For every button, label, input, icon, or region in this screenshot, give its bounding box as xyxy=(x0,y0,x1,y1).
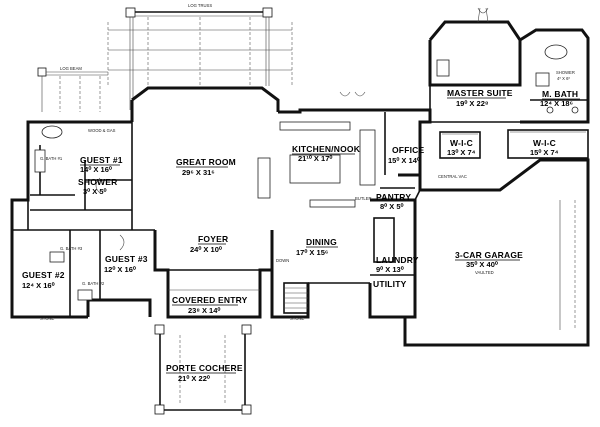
garage-label: 3-CAR GARAGE xyxy=(455,250,523,260)
great-room-label: GREAT ROOM xyxy=(176,157,236,167)
svg-text:3⁰ X 5⁰: 3⁰ X 5⁰ xyxy=(83,187,108,196)
svg-text:12⁰ X 16⁰: 12⁰ X 16⁰ xyxy=(104,265,137,274)
svg-text:CENTRAL VAC: CENTRAL VAC xyxy=(438,174,467,179)
master-wing xyxy=(428,7,590,159)
kitchen-label: KITCHEN/NOOK xyxy=(292,144,361,154)
svg-text:STONE: STONE xyxy=(40,316,55,321)
fireplace-icon xyxy=(257,157,271,199)
covered-entry-label: COVERED ENTRY xyxy=(172,295,248,305)
svg-text:8⁰ X 5⁰: 8⁰ X 5⁰ xyxy=(380,202,405,211)
guest2-label: GUEST #2 xyxy=(22,270,65,280)
fireplace-icon xyxy=(436,59,450,77)
svg-text:G. BATH #1: G. BATH #1 xyxy=(40,156,63,161)
log-truss-label: LOG TRUSS xyxy=(188,3,212,8)
bathtub-icon xyxy=(41,125,63,139)
utility-label: UTILITY xyxy=(373,279,407,289)
svg-text:23⁸ X 14⁰: 23⁸ X 14⁰ xyxy=(188,306,221,315)
sink-icon xyxy=(546,106,554,114)
svg-text:G. BATH #2: G. BATH #2 xyxy=(82,281,105,286)
svg-text:17⁰ X 15⁶: 17⁰ X 15⁶ xyxy=(296,248,328,257)
wic-label: W-I-C xyxy=(450,138,473,148)
master-suite-label: MASTER SUITE xyxy=(447,88,513,98)
post xyxy=(262,7,273,18)
pantry-label: PANTRY xyxy=(376,192,411,202)
svg-text:13⁰ X 7⁴: 13⁰ X 7⁴ xyxy=(447,148,476,157)
svg-text:21⁰ X 22⁰: 21⁰ X 22⁰ xyxy=(178,374,211,383)
svg-text:STONE: STONE xyxy=(290,316,305,321)
laundry-label: LAUNDRY xyxy=(376,255,419,265)
svg-text:BUTLER: BUTLER xyxy=(355,196,372,201)
svg-text:LOG BEAM: LOG BEAM xyxy=(60,66,82,71)
guest3-label: GUEST #3 xyxy=(105,254,148,264)
svg-text:14⁰ X 16⁰: 14⁰ X 16⁰ xyxy=(80,165,113,174)
foyer-label: FOYER xyxy=(198,234,228,244)
svg-text:4⁰ X 6⁰: 4⁰ X 6⁰ xyxy=(557,76,570,81)
svg-text:21¹⁰ X 17⁰: 21¹⁰ X 17⁰ xyxy=(298,154,333,163)
shower-label: SHOWER xyxy=(78,177,117,187)
svg-text:29⁶ X 31⁶: 29⁶ X 31⁶ xyxy=(182,168,215,177)
svg-text:G. BATH #3: G. BATH #3 xyxy=(60,246,83,251)
svg-text:15⁰ X 14⁰: 15⁰ X 14⁰ xyxy=(388,156,421,165)
svg-text:24⁰ X 10⁰: 24⁰ X 10⁰ xyxy=(190,245,223,254)
log-truss-structure: LOG TRUSS LOG BEAM xyxy=(37,3,293,112)
porte-cochere-label: PORTE COCHERE xyxy=(166,363,243,373)
guest1-label: GUEST #1 xyxy=(80,155,123,165)
post xyxy=(125,7,136,18)
bathtub-icon xyxy=(544,44,568,60)
dining-label: DINING xyxy=(306,237,337,247)
svg-text:WOOD & GAS: WOOD & GAS xyxy=(88,128,116,133)
sink-icon xyxy=(571,106,579,114)
shower-fixture-icon xyxy=(535,72,550,87)
svg-text:19⁰ X 22⁸: 19⁰ X 22⁸ xyxy=(456,99,489,108)
svg-text:12⁴ X 16⁰: 12⁴ X 16⁰ xyxy=(22,281,56,290)
svg-text:35⁰ X 40⁰: 35⁰ X 40⁰ xyxy=(466,260,499,269)
counter xyxy=(309,199,356,208)
svg-text:12⁴ X 18⁶: 12⁴ X 18⁶ xyxy=(540,99,573,108)
room-labels: MASTER SUITE 19⁰ X 22⁸ M. BATH 12⁴ X 18⁶… xyxy=(22,70,580,383)
svg-text:VAULTED: VAULTED xyxy=(475,270,494,275)
main-walls xyxy=(10,86,590,415)
svg-text:9⁰ X 13⁰: 9⁰ X 13⁰ xyxy=(376,265,405,274)
wic-label: W-I-C xyxy=(533,138,556,148)
svg-text:SHOWER: SHOWER xyxy=(556,70,575,75)
door-swing-icon xyxy=(477,7,489,14)
svg-text:15⁰ X 7⁴: 15⁰ X 7⁴ xyxy=(530,148,559,157)
svg-text:DOWN: DOWN xyxy=(276,258,289,263)
office-label: OFFICE xyxy=(392,145,424,155)
m-bath-label: M. BATH xyxy=(542,89,578,99)
